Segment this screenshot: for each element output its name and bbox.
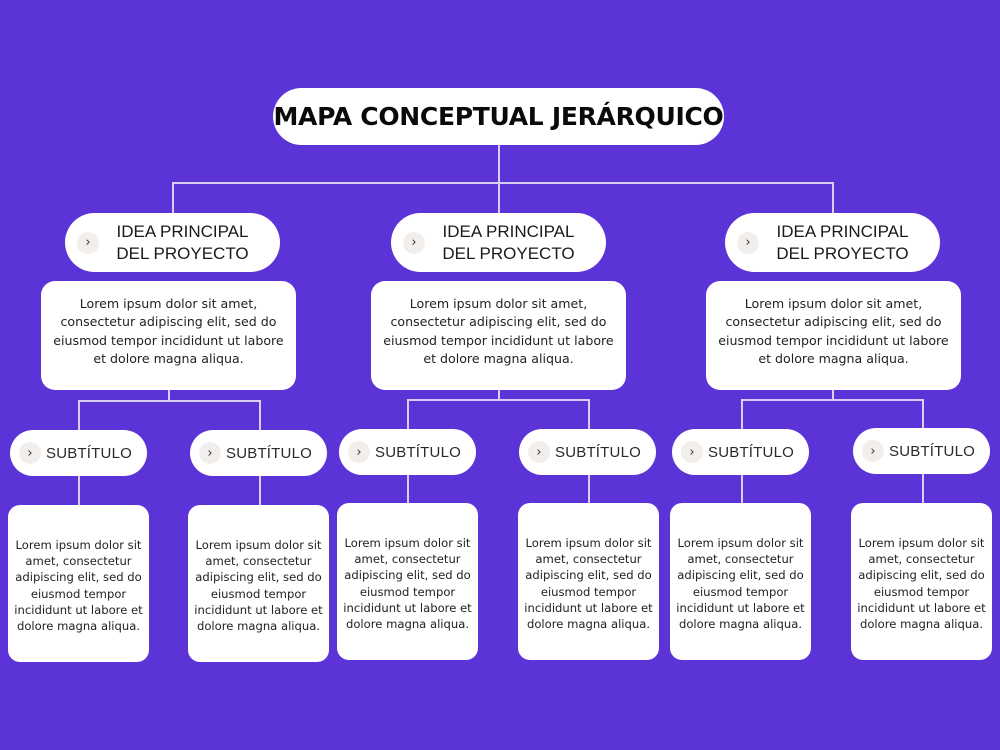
leaf-text: Lorem ipsum dolor sit amet, consectetur … <box>343 535 472 631</box>
description-text: Lorem ipsum dolor sit amet, consectetur … <box>718 295 949 367</box>
subtitle-node-2a[interactable]: › SUBTÍTULO <box>339 429 476 475</box>
leaf-text: Lorem ipsum dolor sit amet, consectetur … <box>857 535 986 631</box>
connector-top-horizontal <box>172 182 833 184</box>
idea-label-line1: IDEA PRINCIPAL <box>442 221 575 241</box>
chevron-right-icon: › <box>737 231 759 254</box>
chevron-right-icon: › <box>348 441 370 463</box>
title-text: MAPA CONCEPTUAL JERÁRQUICO <box>273 102 724 131</box>
subtitle-node-1b[interactable]: › SUBTÍTULO <box>190 430 327 476</box>
subtitle-label: SUBTÍTULO <box>889 442 975 460</box>
idea-label-line1: IDEA PRINCIPAL <box>116 221 249 241</box>
chevron-right-icon: › <box>681 441 703 463</box>
connector-branch-2-horizontal <box>407 399 589 401</box>
leaf-text: Lorem ipsum dolor sit amet, consectetur … <box>524 535 653 631</box>
subtitle-description-2b: Lorem ipsum dolor sit amet, consectetur … <box>518 503 659 660</box>
idea-label-line2: DEL PROYECTO <box>776 243 909 263</box>
chevron-right-icon: › <box>403 231 425 254</box>
idea-description-1: Lorem ipsum dolor sit amet, consectetur … <box>41 281 296 390</box>
connector-to-idea-3 <box>832 182 834 213</box>
subtitle-description-1a: Lorem ipsum dolor sit amet, consectetur … <box>8 505 149 662</box>
idea-description-2: Lorem ipsum dolor sit amet, consectetur … <box>371 281 626 390</box>
subtitle-node-3b[interactable]: › SUBTÍTULO <box>853 428 990 474</box>
leaf-text: Lorem ipsum dolor sit amet, consectetur … <box>676 535 805 631</box>
idea-node-1[interactable]: › IDEA PRINCIPAL DEL PROYECTO <box>65 213 280 272</box>
subtitle-label: SUBTÍTULO <box>375 443 461 461</box>
subtitle-node-2b[interactable]: › SUBTÍTULO <box>519 429 656 475</box>
idea-label-line1: IDEA PRINCIPAL <box>776 221 909 241</box>
connector-to-idea-2 <box>498 182 500 213</box>
idea-label-line2: DEL PROYECTO <box>442 243 575 263</box>
connector-branch-1-horizontal <box>78 400 260 402</box>
idea-label-line2: DEL PROYECTO <box>116 243 249 263</box>
chevron-right-icon: › <box>77 231 99 254</box>
connector-desc-2-down <box>498 390 500 399</box>
subtitle-label: SUBTÍTULO <box>226 444 312 462</box>
subtitle-description-2a: Lorem ipsum dolor sit amet, consectetur … <box>337 503 478 660</box>
connector-branch-3-horizontal <box>741 399 923 401</box>
description-text: Lorem ipsum dolor sit amet, consectetur … <box>53 295 284 367</box>
description-text: Lorem ipsum dolor sit amet, consectetur … <box>383 295 614 367</box>
subtitle-label: SUBTÍTULO <box>555 443 641 461</box>
leaf-text: Lorem ipsum dolor sit amet, consectetur … <box>194 537 323 633</box>
idea-label: IDEA PRINCIPAL DEL PROYECTO <box>759 221 940 265</box>
idea-node-3[interactable]: › IDEA PRINCIPAL DEL PROYECTO <box>725 213 940 272</box>
leaf-text: Lorem ipsum dolor sit amet, consectetur … <box>14 537 143 633</box>
connector-title-down <box>498 145 500 182</box>
subtitle-node-1a[interactable]: › SUBTÍTULO <box>10 430 147 476</box>
chevron-right-icon: › <box>199 442 221 464</box>
idea-label: IDEA PRINCIPAL DEL PROYECTO <box>425 221 606 265</box>
subtitle-label: SUBTÍTULO <box>708 443 794 461</box>
page-title: MAPA CONCEPTUAL JERÁRQUICO <box>273 88 724 145</box>
subtitle-description-3a: Lorem ipsum dolor sit amet, consectetur … <box>670 503 811 660</box>
chevron-right-icon: › <box>862 440 884 462</box>
idea-node-2[interactable]: › IDEA PRINCIPAL DEL PROYECTO <box>391 213 606 272</box>
idea-label: IDEA PRINCIPAL DEL PROYECTO <box>99 221 280 265</box>
connector-desc-3-down <box>832 390 834 399</box>
idea-description-3: Lorem ipsum dolor sit amet, consectetur … <box>706 281 961 390</box>
connector-desc-1-down <box>168 390 170 400</box>
subtitle-description-1b: Lorem ipsum dolor sit amet, consectetur … <box>188 505 329 662</box>
chevron-right-icon: › <box>528 441 550 463</box>
connector-to-idea-1 <box>172 182 174 213</box>
subtitle-node-3a[interactable]: › SUBTÍTULO <box>672 429 809 475</box>
chevron-right-icon: › <box>19 442 41 464</box>
subtitle-description-3b: Lorem ipsum dolor sit amet, consectetur … <box>851 503 992 660</box>
subtitle-label: SUBTÍTULO <box>46 444 132 462</box>
